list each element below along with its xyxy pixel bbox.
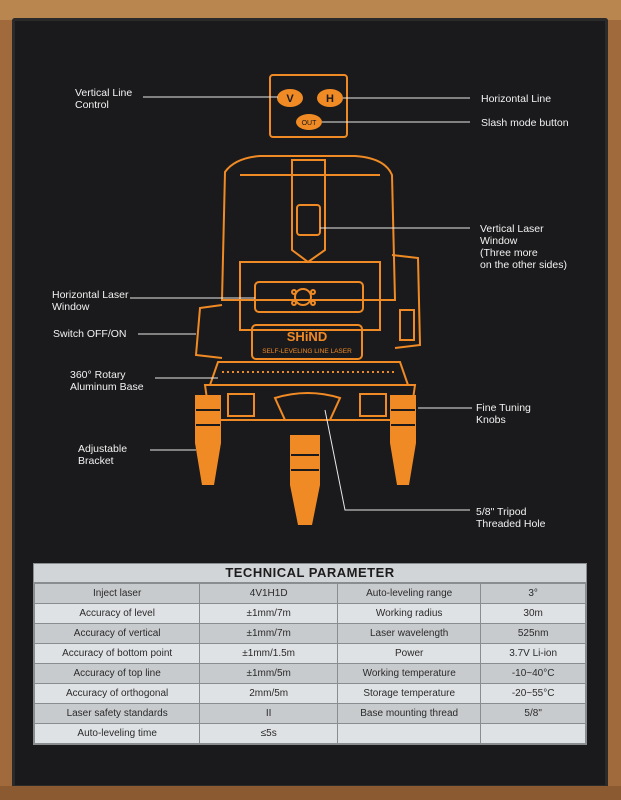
callout-vertical-line-control: Vertical Line Control [75,87,133,111]
table-cell: 3° [480,583,586,604]
button-h: H [326,93,334,105]
table-cell: Inject laser [33,583,201,604]
callout-horizontal-line: Horizontal Line [481,93,552,105]
button-out: OUT [302,120,318,127]
vertical-laser-window [291,159,326,264]
device-body [220,155,397,301]
callout-vertical-laser-window: Vertical Laser Window (Three more on the… [480,223,567,271]
table-cell: ±1mm/7m [199,623,339,644]
rotary-base [208,361,410,386]
brand-subtitle: SELF-LEVELING LINE LASER [262,348,352,355]
table-cell: 525nm [480,623,586,644]
horizontal-laser-window [254,281,364,313]
table-cell: Auto-leveling time [33,723,201,744]
table-cell: Storage temperature [337,683,482,704]
table-cell: II [199,703,339,724]
box-bottom-edge [0,786,621,800]
table-cell: Accuracy of orthogonal [33,683,201,704]
table-cell: ±1mm/5m [199,663,339,684]
box-top-edge [0,0,621,20]
table-cell: Auto-leveling range [337,583,482,604]
control-panel [269,74,348,138]
table-cell: 3.7V Li-ion [480,643,586,664]
callout-rotary-base: 360° Rotary Aluminum Base [70,369,144,393]
table-cell: Laser safety standards [33,703,201,724]
table-cell: 5/8" [480,703,586,724]
table-row: Auto-leveling time≤5s [33,723,586,744]
callout-slash-mode-button: Slash mode button [481,117,569,129]
table-cell: ±1mm/7m [199,603,339,624]
table-cell: Working radius [337,603,482,624]
brand-logo: SHiND [287,329,327,344]
table-cell: Power [337,643,482,664]
table-cell: Accuracy of top line [33,663,201,684]
callout-adjustable-bracket: Adjustable Bracket [78,443,128,467]
table-cell: 4V1H1D [199,583,339,604]
table-cell: -20~55°C [480,683,586,704]
table-cell: Base mounting thread [337,703,482,724]
table-cell: Accuracy of vertical [33,623,201,644]
callout-switch-off-on: Switch OFF/ON [53,328,127,340]
table-cell [337,723,482,744]
laser-level-illustration: V H OUT SHiND SELF-LEVELING LINE LASER [130,74,472,525]
table-cell: 30m [480,603,586,624]
table-cell: Accuracy of level [33,603,201,624]
button-v: V [286,93,294,105]
table-cell: ≤5s [199,723,339,744]
table-cell [480,723,586,744]
table-cell: 2mm/5m [199,683,339,704]
tripod-hole [273,392,342,421]
table-cell: ±1mm/1.5m [199,643,339,664]
table-cell: Working temperature [337,663,482,684]
table-cell: Laser wavelength [337,623,482,644]
callout-horizontal-laser-window: Horizontal Laser Window [52,289,129,313]
table-cell: -10~40°C [480,663,586,684]
callout-tripod-hole: 5/8" Tripod Threaded Hole [476,506,546,530]
table-title: TECHNICAL PARAMETER [34,564,586,583]
power-switch [194,304,223,359]
label-plate [251,324,363,360]
callout-fine-tuning-knobs: Fine Tuning Knobs [476,402,531,426]
table-cell: Accuracy of bottom point [33,643,201,664]
